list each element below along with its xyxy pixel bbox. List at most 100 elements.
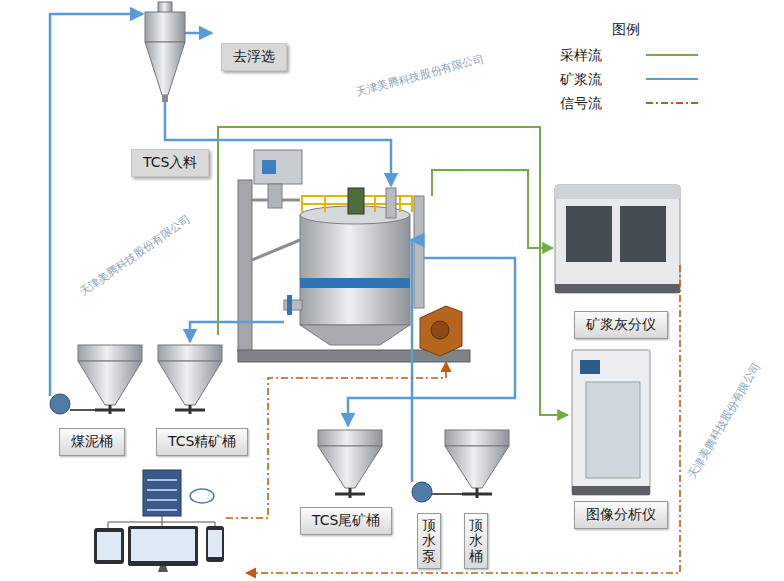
analyzer-door [586, 382, 640, 478]
phone-screen [208, 530, 222, 557]
feed-box [254, 150, 302, 184]
legend-line [646, 54, 698, 56]
node-text: TCS尾矿桶 [312, 512, 380, 530]
node-text: 去浮选 [233, 48, 275, 66]
legend-line [646, 102, 698, 104]
pump-motor [431, 321, 449, 339]
legend-item: 信号流 [560, 92, 710, 116]
node-text: 煤泥桶 [71, 433, 113, 451]
node-text: 矿浆灰分仪 [586, 316, 656, 334]
tank-top [318, 430, 382, 446]
cyclone-body [145, 12, 185, 42]
legend-sample [644, 72, 700, 86]
slurry-line [190, 322, 284, 342]
equipment-caption: 图像分析仪 [574, 501, 668, 529]
equipment-caption: 煤泥桶 [59, 428, 125, 456]
pump [412, 482, 432, 502]
analyzer-base [555, 284, 680, 293]
equipment-caption: 顶水桶 [464, 513, 488, 569]
watermark: 天津美腾科技股份有限公司 [685, 360, 764, 482]
agitator-motor [348, 188, 364, 214]
side-pipe [414, 196, 424, 308]
slurry-line [50, 14, 143, 396]
slurry-line [185, 32, 212, 35]
server-slots [147, 480, 177, 510]
cloud-icon [190, 489, 214, 503]
analyzer-top [555, 185, 680, 199]
monitor-screen [131, 529, 195, 561]
sampling-line [218, 127, 553, 335]
node-text: 顶水桶 [469, 518, 483, 564]
node-text: TCS入料 [143, 154, 197, 172]
analyzer-window [620, 206, 666, 262]
ash-analyzer [555, 185, 680, 293]
feed-pipe [386, 188, 396, 218]
tank-cone [78, 361, 142, 405]
watermark: 天津美腾科技股份有限公司 [77, 212, 194, 300]
image-analyzer [572, 350, 650, 495]
slurry-line [411, 240, 414, 482]
analyzer-base [572, 486, 650, 495]
sampling-line [432, 170, 540, 248]
phone [206, 526, 224, 562]
tablet-screen [97, 532, 121, 560]
cyclone-cone [145, 42, 185, 95]
signal-line [246, 265, 680, 573]
pipe [70, 409, 95, 411]
legend: 采样流矿浆流信号流 [560, 44, 710, 116]
monitor-stand [158, 566, 168, 572]
tank-band [300, 278, 410, 288]
tank-top [445, 430, 509, 446]
pump [50, 394, 70, 414]
signal-line [226, 362, 446, 518]
tank-cone [158, 361, 222, 405]
watermark: 天津美腾科技股份有限公司 [354, 51, 485, 100]
legend-text: 矿浆流 [560, 71, 602, 89]
tank-cone [318, 446, 382, 488]
valve [335, 488, 365, 498]
server-rack [143, 470, 181, 516]
feed-pipe [268, 184, 282, 208]
valve [462, 488, 492, 498]
sampling-line [540, 248, 568, 415]
valve [287, 295, 292, 315]
slurry-line [411, 239, 412, 242]
equipment-caption: TCS尾矿桶 [300, 507, 392, 535]
pipe [432, 493, 462, 495]
legend-item: 矿浆流 [560, 68, 710, 92]
tank-bottom [300, 325, 410, 345]
tablet [94, 528, 124, 564]
legend-title: 图例 [612, 21, 640, 39]
legend-line [646, 78, 698, 80]
input-box: TCS入料 [131, 149, 209, 177]
analyzer-window [566, 206, 612, 262]
tank-top [158, 345, 222, 361]
tank-top [78, 345, 142, 361]
slurry-line [348, 258, 515, 426]
feed-inlet [262, 160, 276, 174]
equipment-caption: 顶水泵 [417, 513, 441, 569]
tcs-tank [300, 215, 410, 325]
equipment-caption: TCS精矿桶 [156, 428, 248, 456]
overflow-pipe [284, 300, 302, 310]
support-column [238, 180, 252, 352]
equipment-caption: 矿浆灰分仪 [574, 311, 668, 339]
analyzer-screen [580, 360, 600, 374]
monitor [128, 526, 198, 566]
node-text: 顶水泵 [422, 518, 436, 564]
node-text: TCS精矿桶 [168, 433, 236, 451]
legend-sample [644, 96, 700, 110]
output-box: 去浮选 [221, 43, 287, 71]
legend-text: 信号流 [560, 95, 602, 113]
underflow-pump [420, 306, 462, 356]
legend-item: 采样流 [560, 44, 710, 68]
valve [175, 405, 205, 414]
frame-brace [252, 200, 300, 260]
valve [95, 405, 125, 414]
legend-text: 采样流 [560, 47, 602, 65]
cyclone-vortex-finder [158, 2, 172, 13]
tank-cone [445, 446, 509, 488]
node-text: 图像分析仪 [586, 506, 656, 524]
cyclone-apex [162, 95, 168, 102]
